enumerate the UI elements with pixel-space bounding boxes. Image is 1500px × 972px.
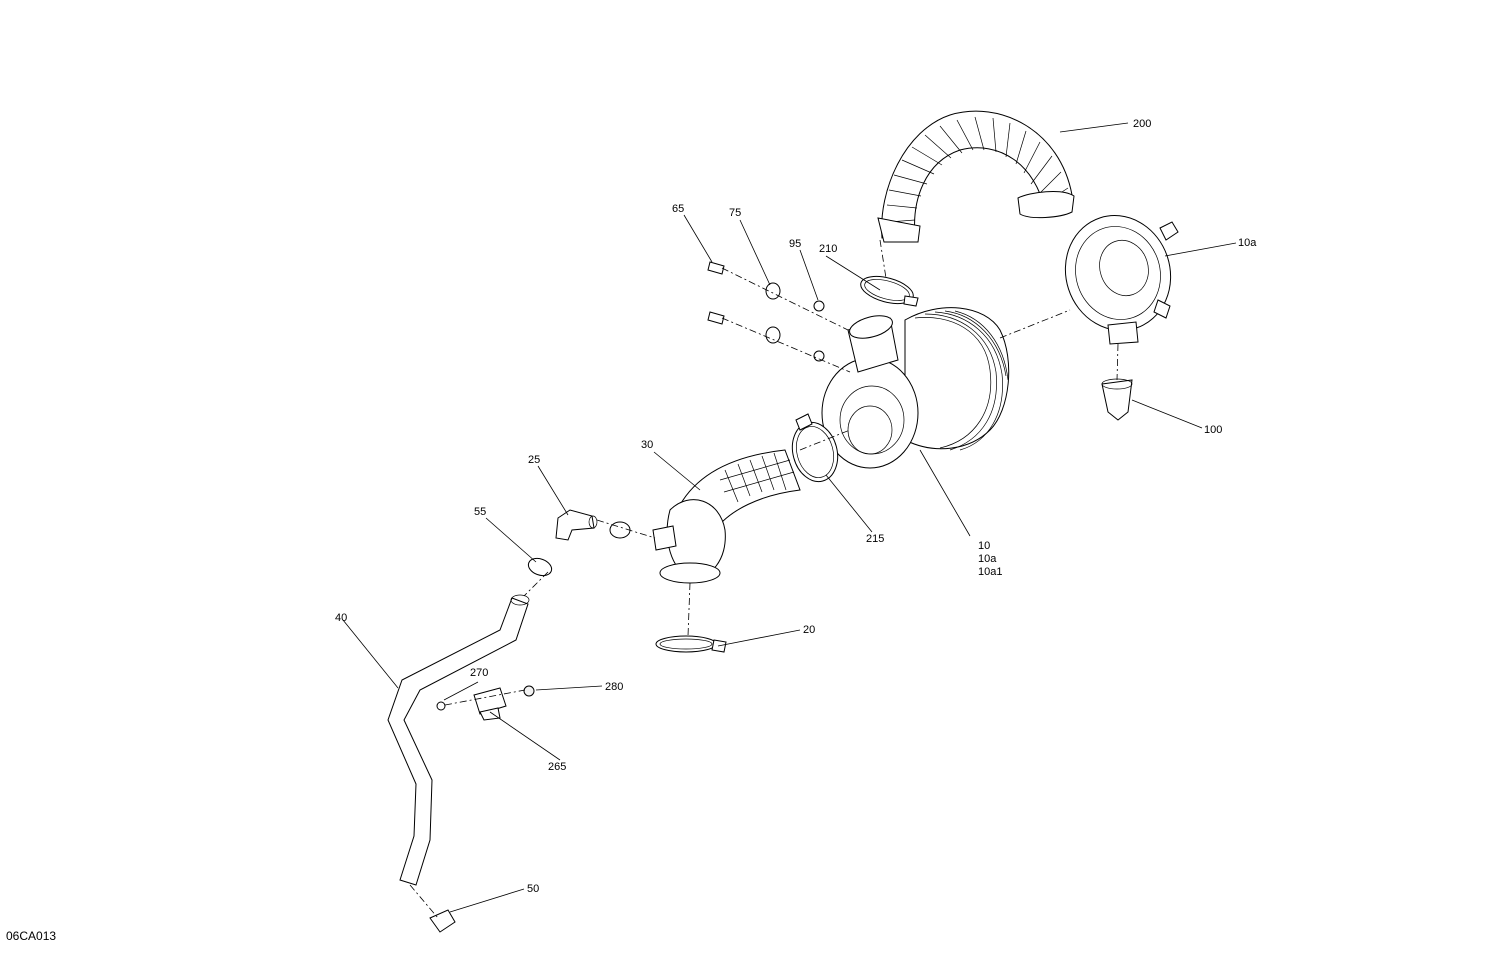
callout-10: 10 bbox=[978, 540, 991, 552]
nuts-95 bbox=[813, 300, 825, 362]
callout-10a1: 10a1 bbox=[978, 566, 1003, 578]
callout-280: 280 bbox=[605, 681, 624, 693]
figure-id: 06CA013 bbox=[6, 929, 57, 943]
inlet-adaptor-30 bbox=[652, 449, 801, 584]
callout-75: 75 bbox=[729, 207, 742, 219]
clamp-20 bbox=[655, 635, 727, 653]
callout-55: 55 bbox=[474, 506, 487, 518]
callout-210: 210 bbox=[819, 243, 838, 255]
callout-200: 200 bbox=[1133, 118, 1152, 130]
bracket-265 bbox=[473, 687, 507, 721]
clamp-210 bbox=[860, 275, 919, 307]
drain-hose-40 bbox=[387, 594, 530, 886]
callout-25: 25 bbox=[528, 454, 541, 466]
clamp-55 bbox=[527, 521, 631, 577]
callout-30: 30 bbox=[641, 439, 654, 451]
bolt-270 bbox=[436, 701, 446, 711]
intake-duct-200 bbox=[877, 110, 1075, 243]
leader-lines bbox=[342, 122, 1237, 913]
callout-265: 265 bbox=[548, 761, 567, 773]
callout-270: 270 bbox=[470, 667, 489, 679]
callout-50: 50 bbox=[527, 883, 540, 895]
dust-valve-100 bbox=[1101, 378, 1133, 421]
clamp-215 bbox=[791, 413, 839, 483]
callout-20: 20 bbox=[803, 624, 816, 636]
callout-10a-cover: 10a bbox=[1238, 237, 1257, 249]
callout-10a: 10a bbox=[978, 553, 997, 565]
callout-95: 95 bbox=[789, 238, 802, 250]
callout-100: 100 bbox=[1204, 424, 1223, 436]
filter-cover-10a bbox=[1064, 215, 1179, 345]
assembly-lines bbox=[409, 239, 1119, 919]
callout-215: 215 bbox=[866, 533, 885, 545]
air-filter-housing-10 bbox=[821, 307, 1010, 469]
washers-75 bbox=[765, 282, 781, 344]
nut-280 bbox=[523, 685, 535, 697]
callout-40: 40 bbox=[335, 612, 348, 624]
elbow-fitting-25 bbox=[555, 509, 598, 541]
callout-65: 65 bbox=[672, 203, 685, 215]
screws-65 bbox=[707, 261, 725, 325]
